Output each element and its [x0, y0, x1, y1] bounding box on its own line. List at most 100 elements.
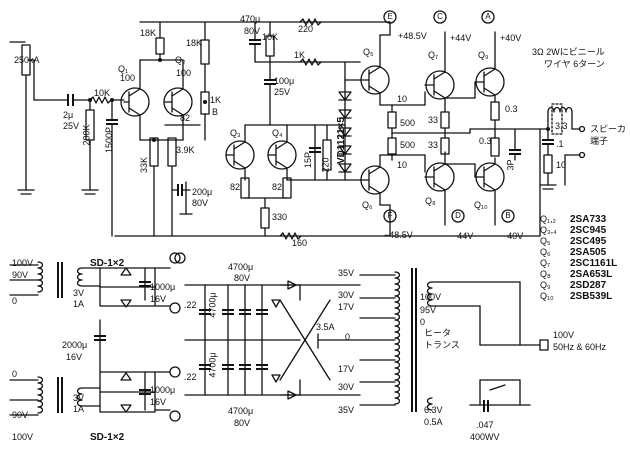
input-r-shunt-label: 200K [81, 124, 92, 146]
main-tap-35-top: 35V [338, 268, 355, 278]
node-a: A [485, 12, 491, 21]
parts-ref: Q₅ [540, 236, 551, 246]
rail-label-pos-48: +48.5V [398, 31, 427, 41]
mains-label: 100V [553, 330, 575, 340]
input-cap-c-label: 1500P [104, 126, 115, 154]
input-pot-label: 250kA [14, 55, 40, 65]
r-500b-label: 500 [400, 140, 416, 150]
cap-22a-label: .22 [184, 300, 197, 310]
parts-ref: Q₉ [540, 280, 551, 290]
input-section [9, 41, 125, 237]
input-cap-v-label: 25V [63, 121, 80, 131]
q3-label: Q₃ [230, 128, 241, 138]
r-500a-label: 500 [400, 118, 416, 128]
power-supply-filter [184, 284, 301, 396]
parts-ref: Q₁₀ [540, 291, 554, 301]
node-e: E [387, 12, 393, 21]
parts-part: 2SB539L [570, 291, 613, 302]
node-c: C [437, 12, 443, 21]
diode-string-label: VD1121×5 [336, 117, 347, 164]
cap-e-v-label: 80V [192, 198, 209, 208]
main-transformer [317, 268, 549, 412]
r-10c-label: 10 [556, 160, 567, 170]
cap-4700a-label: 4700μ [228, 262, 254, 272]
transistor-q6 [359, 154, 391, 206]
transistor-q10 [474, 157, 505, 226]
rail-label-neg-48: −48.5V [384, 230, 413, 240]
bridge-bot-label: SD-1×2 [90, 432, 125, 443]
cap-top-v-label: 80V [244, 26, 261, 36]
feedback-loop [389, 128, 541, 237]
t1-tap-90: 90V [12, 270, 29, 280]
cap-047-v-label: 400WV [470, 432, 500, 442]
cap-1-label: .1 [556, 139, 564, 149]
parts-list-row: Q₆ 2SA505 [540, 247, 628, 258]
parts-list-row: Q₁₀ 2SB539L [540, 291, 628, 302]
transistor-q4 [244, 124, 297, 237]
transistor-q9 [474, 31, 505, 103]
main-tap-30-top: 30V [338, 290, 355, 300]
heater-label-2: トランス [424, 340, 460, 350]
r-gnd-label: 33K [139, 156, 150, 174]
mains-label-2: 50Hz & 60Hz [553, 342, 607, 352]
parts-part: 2SA733 [570, 214, 607, 225]
parts-ref: Q₇ [540, 258, 551, 268]
cap-22b-label: .22 [184, 372, 197, 382]
cap-4700a-v-label: 80V [234, 273, 251, 283]
cap-2000-v-label: 16V [66, 352, 83, 362]
r-bias-label: 10K [262, 32, 279, 42]
t2-tap-90: 90V [12, 410, 29, 420]
cap-1000a-label: 1000μ [150, 282, 176, 292]
q4-label: Q₄ [272, 128, 283, 138]
tap-35a-label: 3.5A [316, 322, 335, 332]
parts-part: 2SA505 [570, 247, 607, 258]
main-tap-35-bot: 35V [338, 405, 355, 415]
cap-047-label: .047 [476, 420, 494, 430]
node-d: D [455, 211, 461, 220]
parts-part: 2SC495 [570, 236, 607, 247]
q9-label: Q₉ [478, 50, 489, 60]
node-markers-lower [174, 252, 186, 264]
r-03a-label: 0.3 [505, 104, 518, 114]
coil-label: 3Ω 2Wにビニール [532, 47, 605, 57]
input-cap-label: 2μ [63, 110, 74, 120]
parts-ref: Q₁,₂ [540, 214, 557, 224]
r-03b-label: 0.3 [479, 136, 492, 146]
transistor-q1 [120, 59, 150, 141]
main-rectifier [271, 280, 341, 400]
parts-list-row: Q₅ 2SC495 [540, 236, 628, 247]
q7-label: Q₇ [428, 50, 439, 60]
t1-tap-100: 100V [12, 258, 34, 268]
vr-label: 1K [210, 95, 222, 105]
node-markers-upper [383, 10, 515, 223]
cap-e-label: 200μ [192, 187, 213, 197]
rail-label-neg-40: −40V [502, 231, 524, 241]
main-tap-30-bot: 30V [338, 382, 355, 392]
parts-ref: Q₆ [540, 247, 551, 257]
q6-label: Q₆ [362, 200, 373, 210]
bridge-top-label: SD-1×2 [90, 258, 125, 269]
cap-1000b-label: 1000μ [150, 385, 176, 395]
cap-1000a-v-label: 16V [150, 294, 167, 304]
output-coil [547, 103, 586, 186]
power-supply-left [9, 252, 181, 422]
cap-15p-label: 15P [303, 151, 314, 169]
rail-label-neg-44: −44V [452, 231, 474, 241]
cap-bs-v-label: 25V [274, 87, 291, 97]
positive-rail [139, 18, 391, 36]
q5-label: Q₅ [363, 47, 374, 57]
r-load2-label: 18K [186, 38, 203, 48]
r-33b-label: 33 [428, 140, 439, 150]
cap-3p-label: 3P [505, 159, 516, 171]
cap-4700b-label: 4700μ [228, 406, 254, 416]
sec-a-label: 1A [73, 299, 85, 309]
r-e4-label: 82 [272, 182, 283, 192]
q2-label: Q₂ [175, 55, 186, 65]
r-e2-label: 100 [176, 68, 192, 78]
